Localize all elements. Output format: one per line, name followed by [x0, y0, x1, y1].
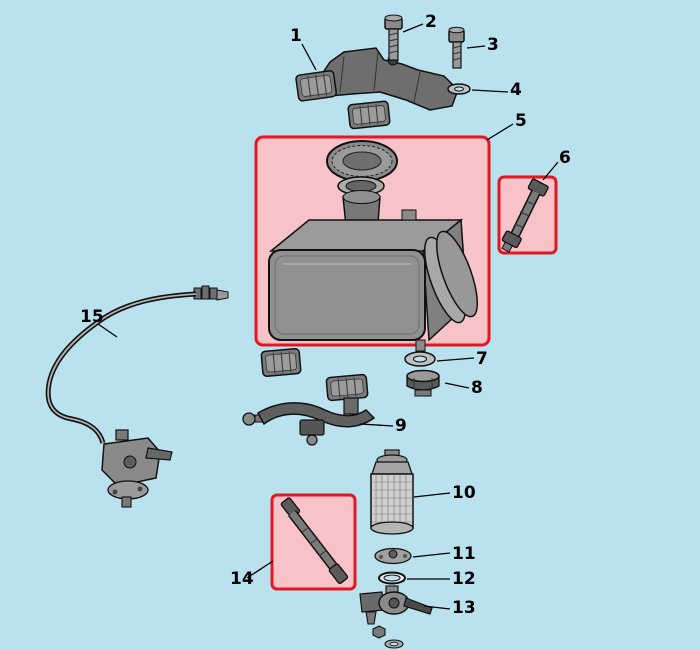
part-label-6: 6 — [559, 148, 571, 168]
hex-bolt-long — [384, 14, 403, 61]
part-label-9: 9 — [395, 416, 407, 436]
small-hex-nut — [372, 625, 386, 639]
fuel-line-and-pump — [45, 285, 229, 508]
leader-line-5 — [486, 123, 514, 141]
leader-line-4 — [471, 89, 509, 93]
mounting-pad-right — [325, 373, 369, 402]
mounting-pad-left — [260, 347, 302, 378]
filter-plate — [374, 547, 412, 565]
part-label-3: 3 — [487, 35, 499, 55]
tank-body — [268, 209, 478, 342]
mounting-strap-lower — [242, 397, 376, 446]
leader-line-6 — [542, 161, 559, 181]
sealing-washer — [404, 351, 436, 367]
part-label-1: 1 — [290, 26, 302, 46]
o-ring — [378, 571, 406, 585]
fuel-line-fitting — [193, 285, 229, 301]
leader-line-3 — [466, 45, 486, 49]
part-label-8: 8 — [471, 378, 483, 398]
fuel-filter — [370, 449, 414, 535]
leader-line-11 — [412, 552, 451, 558]
leader-line-9 — [359, 423, 394, 427]
fuel-valve-petcock — [359, 585, 433, 625]
leader-line-14 — [246, 560, 274, 579]
fuel-hose-lower — [280, 497, 349, 585]
outlet-nut — [406, 369, 440, 397]
filler-cap — [326, 140, 398, 182]
mounting-pad-upper — [295, 70, 337, 102]
part-label-4: 4 — [510, 80, 522, 100]
part-label-5: 5 — [515, 111, 527, 131]
part-label-7: 7 — [476, 349, 488, 369]
leader-line-13 — [423, 605, 451, 610]
part-label-10: 10 — [452, 483, 476, 503]
leader-line-10 — [413, 492, 451, 498]
washer — [447, 83, 471, 95]
mounting-pad-center — [347, 100, 391, 130]
leader-line-7 — [436, 357, 475, 362]
fuel-hose-upper — [501, 178, 549, 253]
small-washer — [384, 639, 404, 649]
part-label-14: 14 — [230, 569, 254, 589]
part-label-15: 15 — [80, 307, 104, 327]
leader-line-8 — [444, 382, 470, 389]
leader-line-15 — [97, 323, 118, 338]
leader-lines — [97, 23, 559, 610]
part-label-12: 12 — [452, 569, 476, 589]
fuel-tank-assembly — [268, 140, 478, 352]
part-label-2: 2 — [425, 12, 437, 32]
part-label-11: 11 — [452, 544, 476, 564]
tank-outlet-nipple — [415, 339, 426, 352]
leader-line-2 — [402, 23, 424, 33]
part-label-13: 13 — [452, 598, 476, 618]
leader-line-1 — [301, 43, 317, 71]
hex-bolt-short — [448, 26, 465, 69]
fuel-pump — [101, 429, 173, 508]
